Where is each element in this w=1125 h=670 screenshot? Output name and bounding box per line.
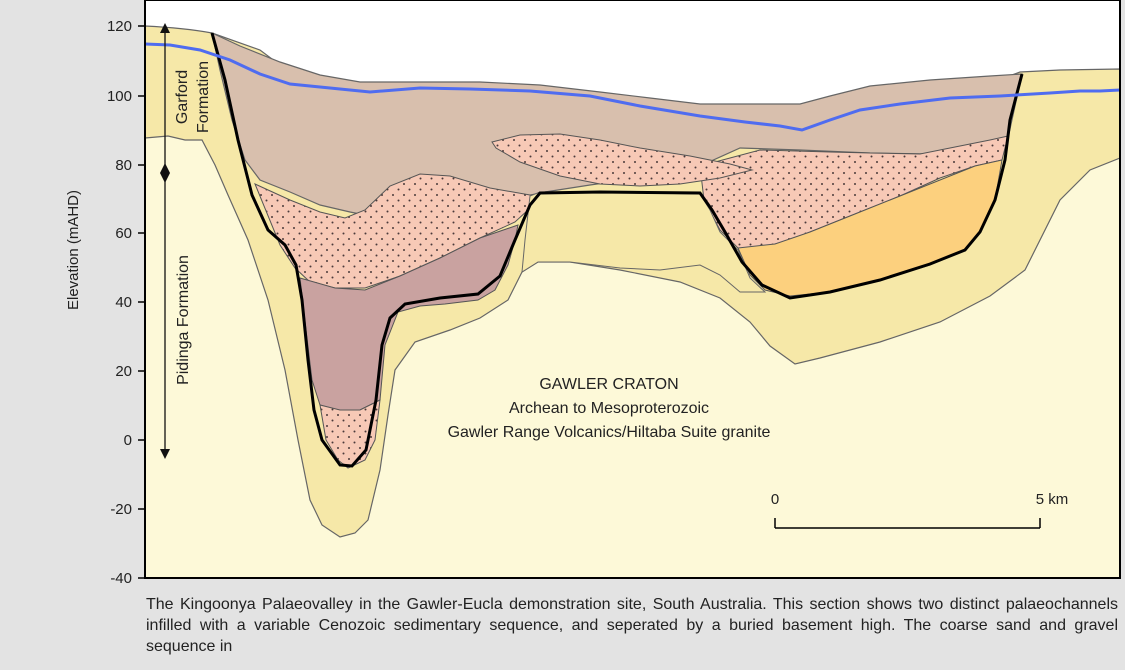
y-tick-label: 40: [115, 294, 132, 311]
y-axis: [138, 26, 145, 578]
y-tick-label: -40: [110, 570, 132, 587]
y-tick-label: 0: [124, 432, 132, 449]
y-axis-title: Elevation (mAHD): [65, 190, 82, 310]
figure-caption: The Kingoonya Palaeovalley in the Gawler…: [146, 594, 1118, 657]
pidinga-formation-label: Pidinga Formation: [175, 255, 192, 385]
y-tick-label: -20: [110, 501, 132, 518]
y-tick-label: 100: [107, 88, 132, 105]
basement-lithology: Gawler Range Volcanics/Hiltaba Suite gra…: [448, 424, 771, 441]
scale-end-label: 5 km: [1036, 491, 1069, 508]
y-tick-label: 20: [115, 363, 132, 380]
y-tick-label: 60: [115, 225, 132, 242]
y-tick-label: 80: [115, 157, 132, 174]
basement-age: Archean to Mesoproterozoic: [509, 400, 709, 417]
garford-formation-label: Garford: [174, 70, 191, 124]
basement-title: GAWLER CRATON: [539, 376, 678, 393]
scale-start-label: 0: [771, 491, 779, 508]
y-tick-label: 120: [107, 18, 132, 35]
garford-formation-label: Formation: [195, 61, 212, 133]
